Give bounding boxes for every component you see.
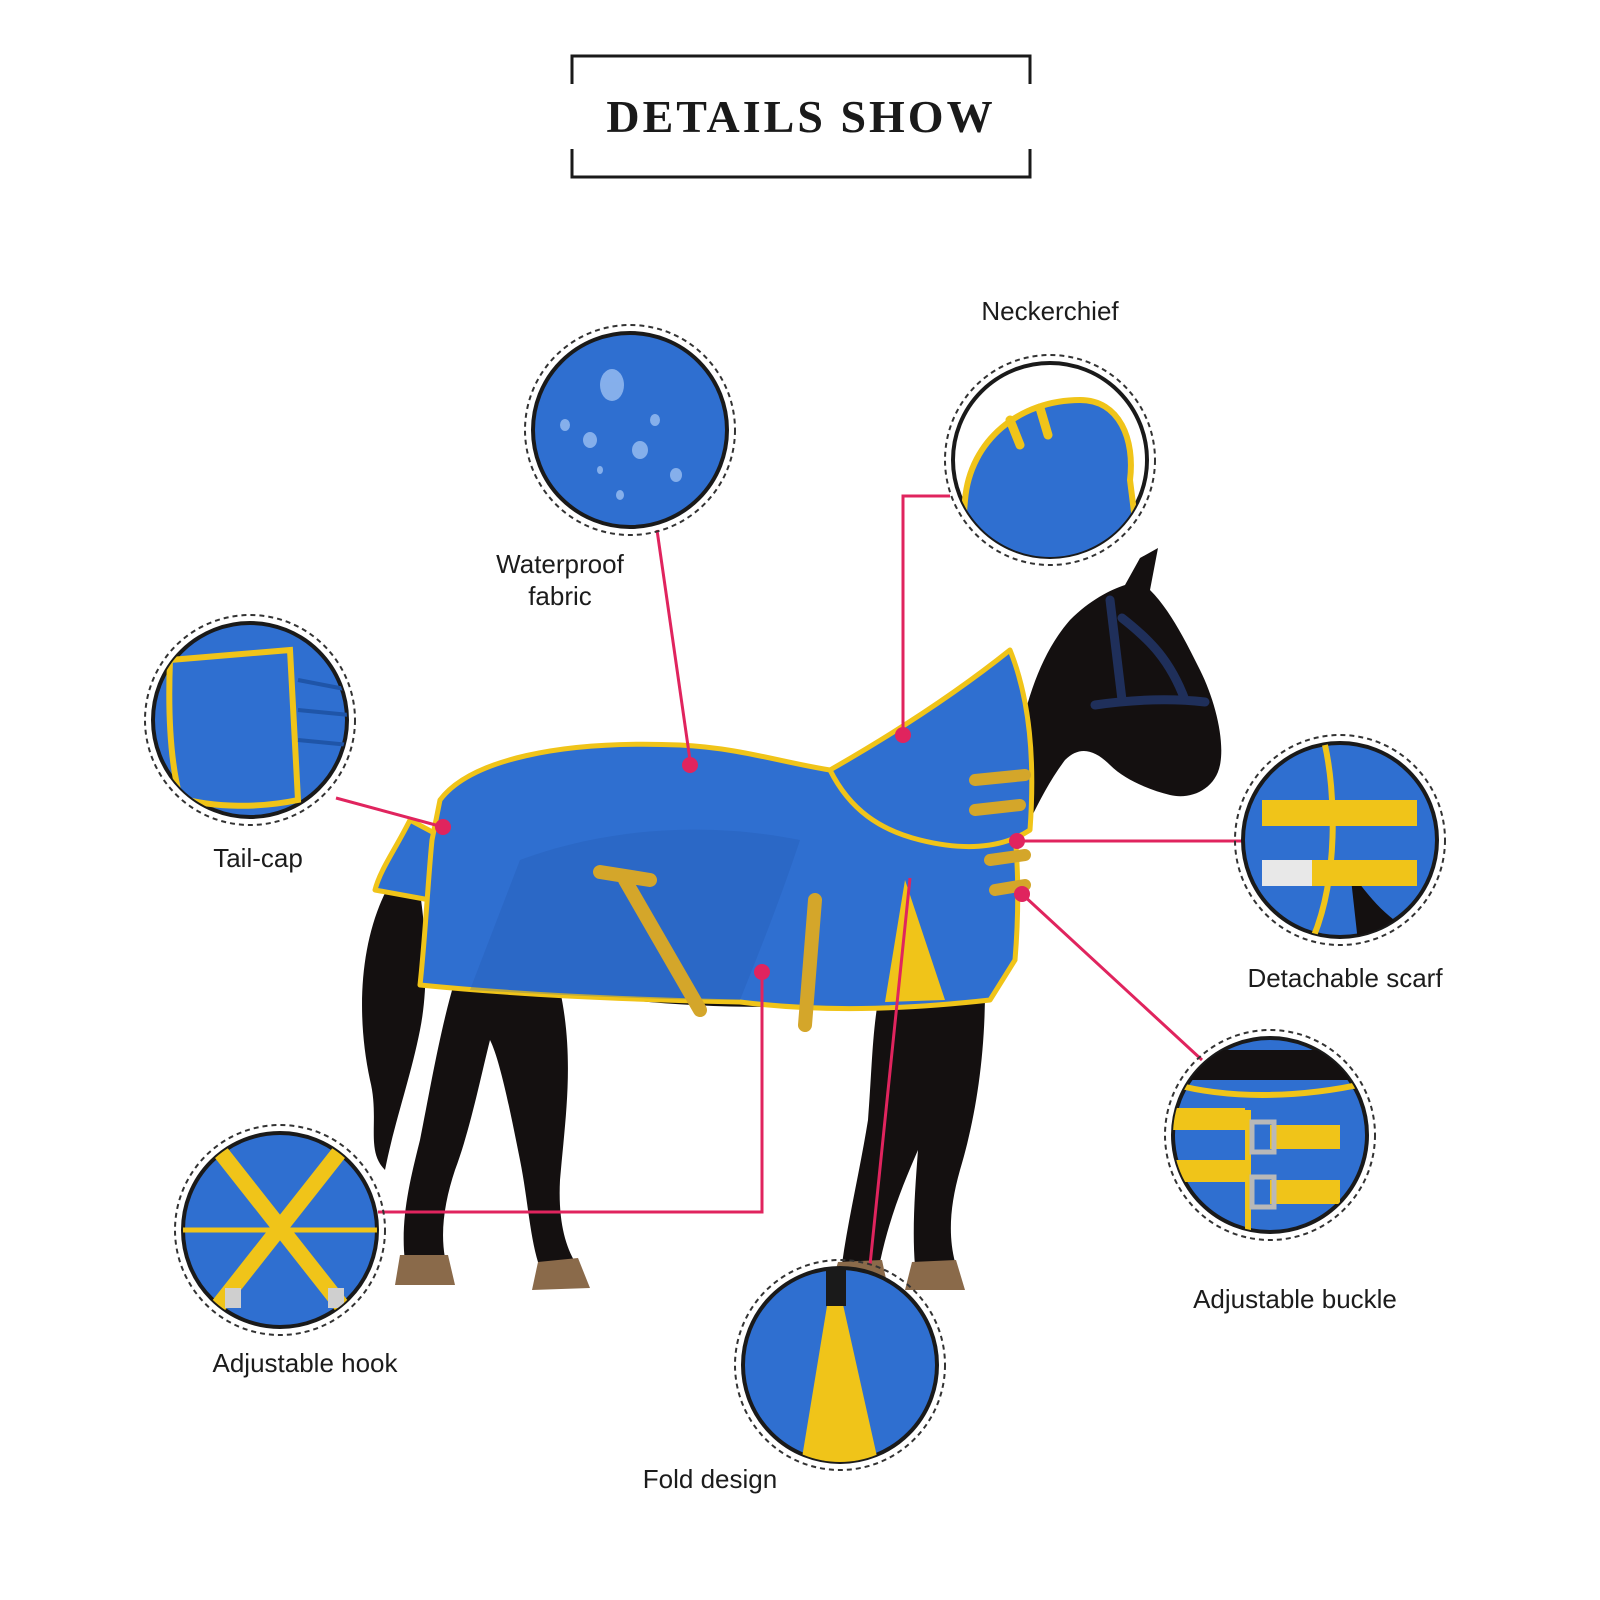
label-scarf: Detachable scarf xyxy=(1247,963,1443,993)
horse-halter xyxy=(1090,595,1210,710)
label-buckle: Adjustable buckle xyxy=(1193,1284,1397,1314)
label-tailcap: Tail-cap xyxy=(213,843,303,873)
label-neckerchief: Neckerchief xyxy=(981,296,1119,326)
callout-dots xyxy=(435,727,1030,980)
water-droplets xyxy=(560,369,682,500)
callout-line-tailcap xyxy=(335,796,444,829)
label-fold: Fold design xyxy=(642,1464,778,1494)
callout-line-neckerchief xyxy=(901,494,950,735)
blanket-neck-cover xyxy=(827,647,1035,849)
label-hook: Adjustable hook xyxy=(212,1348,398,1378)
callout-line-hook xyxy=(378,972,764,1214)
horse-back-legs xyxy=(403,980,575,1268)
label-waterproof: Waterproof fabric xyxy=(496,549,624,611)
callout-line-waterproof xyxy=(655,529,692,761)
horse-blanket xyxy=(372,647,1035,1032)
detail-circle-scarf xyxy=(1234,734,1446,946)
detail-circle-buckle xyxy=(1164,1029,1376,1241)
detail-circle-hook xyxy=(174,1124,386,1336)
callout-line-buckle xyxy=(1020,892,1204,1062)
detail-circle-tailcap xyxy=(144,614,356,826)
detail-circle-waterproof xyxy=(524,324,736,536)
blanket-tail-flap xyxy=(372,817,441,903)
callout-lines xyxy=(335,494,1245,1266)
detail-circle-neckerchief xyxy=(944,354,1156,566)
callout-line-fold xyxy=(868,877,912,1266)
title-border xyxy=(570,54,1032,179)
blanket-chest-straps xyxy=(969,769,1031,896)
horse-front-legs xyxy=(842,990,985,1266)
blanket-belly-straps xyxy=(593,865,822,1032)
page-title: DETAILS SHOW xyxy=(606,91,996,142)
title-frame: DETAILS SHOW xyxy=(570,54,1032,179)
horse-hooves xyxy=(395,1255,965,1290)
detail-circle-fold xyxy=(734,1259,946,1471)
horse-tail xyxy=(362,875,426,1170)
